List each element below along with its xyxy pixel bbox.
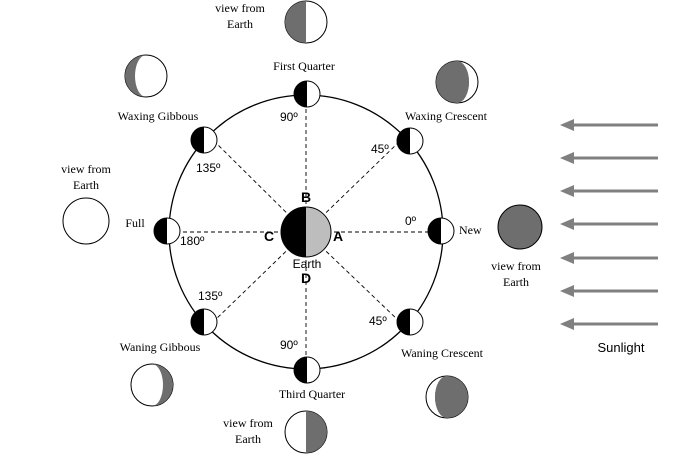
view-moon-waxing-crescent xyxy=(435,60,479,104)
caption-view-bottom: view from Earth xyxy=(223,416,273,446)
caption-view-top: view from Earth xyxy=(215,1,265,31)
label-first-quarter: First Quarter xyxy=(273,59,335,73)
orbit-moon-first-quarter xyxy=(293,80,321,108)
view-moon-waning-gibbous xyxy=(130,363,174,407)
view-moon-waxing-gibbous xyxy=(124,54,168,98)
svg-text:Earth: Earth xyxy=(227,17,253,31)
label-waning-crescent: Waning Crescent xyxy=(401,346,484,360)
sunlight-arrow xyxy=(560,119,658,131)
svg-text:view from: view from xyxy=(491,259,541,273)
label-full: Full xyxy=(125,216,145,230)
orbit-moon-third-quarter xyxy=(293,356,321,384)
view-moon-first-quarter xyxy=(284,0,328,44)
view-moon-third-quarter xyxy=(284,410,328,454)
label-sunlight: Sunlight xyxy=(598,340,645,355)
earth xyxy=(280,206,332,258)
label-new: New xyxy=(459,223,482,237)
svg-text:Earth: Earth xyxy=(73,178,99,192)
view-moon-full xyxy=(62,197,110,245)
caption-view-right: view from Earth xyxy=(491,259,541,289)
label-earth: Earth xyxy=(293,257,322,271)
view-moon-waning-crescent xyxy=(425,375,469,419)
label-waning-gibbous: Waning Gibbous xyxy=(120,340,201,354)
angle-135-lower: 135º xyxy=(198,289,223,303)
point-a: A xyxy=(333,228,343,244)
sunlight-arrow xyxy=(560,285,658,297)
sunlight-arrow xyxy=(560,218,658,230)
orbit-moon-new xyxy=(427,217,455,245)
orbit-moon-waning-gibbous xyxy=(190,308,218,336)
svg-text:Earth: Earth xyxy=(503,275,529,289)
label-third-quarter: Third Quarter xyxy=(279,387,345,401)
point-b: B xyxy=(301,189,311,205)
orbit-moon-waxing-crescent xyxy=(396,127,424,155)
angle-90-lower: 90º xyxy=(280,338,298,352)
angle-90-upper: 90º xyxy=(280,110,298,124)
angle-45-upper: 45º xyxy=(371,142,389,156)
svg-text:view from: view from xyxy=(223,416,273,430)
caption-view-left: view from Earth xyxy=(61,162,111,192)
angle-180: 180º xyxy=(180,234,205,248)
sunlight-arrow xyxy=(560,185,658,197)
point-c: C xyxy=(264,228,274,244)
orbit-moon-full xyxy=(153,217,181,245)
sunlight-arrows xyxy=(560,119,658,330)
angle-135-upper: 135º xyxy=(196,161,221,175)
label-waxing-gibbous: Waxing Gibbous xyxy=(118,109,199,123)
svg-text:view from: view from xyxy=(61,162,111,176)
point-d: D xyxy=(301,270,311,286)
label-waxing-crescent: Waxing Crescent xyxy=(405,109,488,123)
sunlight-arrow xyxy=(560,252,658,264)
sunlight-arrow xyxy=(560,152,658,164)
svg-text:Earth: Earth xyxy=(235,432,261,446)
svg-text:view from: view from xyxy=(215,1,265,15)
angle-45-lower: 45º xyxy=(369,314,387,328)
view-moon-new xyxy=(497,204,543,250)
orbit-moon-waxing-gibbous xyxy=(190,126,218,154)
sunlight-arrow xyxy=(560,318,658,330)
orbit-moon-waning-crescent xyxy=(396,308,424,336)
angle-0: 0º xyxy=(405,214,417,228)
